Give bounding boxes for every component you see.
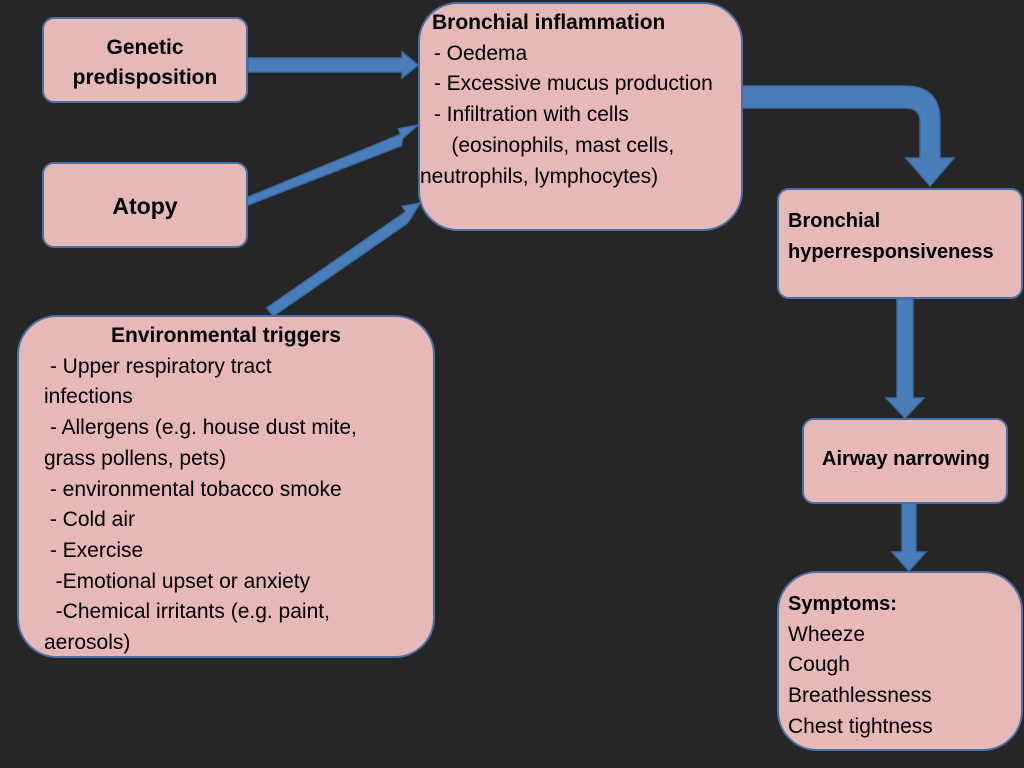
environmental-line-5: - environmental tobacco smoke xyxy=(44,477,342,501)
hyperresponsiveness-line-1: Bronchial xyxy=(788,210,881,232)
environmental-line-8: -Emotional upset or anxiety xyxy=(44,569,311,593)
arrow-narrowing-to-symptoms xyxy=(890,502,928,573)
atopy-label: Atopy xyxy=(112,193,178,219)
bronchial-hyperresponsiveness-box: Bronchial hyperresponsiveness xyxy=(777,188,1023,299)
environmental-line-3: - Allergens (e.g. house dust mite, xyxy=(44,416,357,440)
symptom-item-4: Chest tightness xyxy=(788,714,933,738)
environmental-line-10: aerosols) xyxy=(44,631,131,655)
genetic-line-2: predisposition xyxy=(72,66,218,89)
hyperresponsiveness-line-2: hyperresponsiveness xyxy=(788,240,994,263)
arrow-inflammation-to-hyperresponsiveness xyxy=(741,85,956,188)
inflammation-line-4: (eosinophils, mast cells, xyxy=(428,133,675,157)
arrow-environmental-to-inflammation xyxy=(265,201,422,318)
environmental-line-2: infections xyxy=(44,385,133,409)
symptoms-title: Symptoms: xyxy=(788,593,897,615)
environmental-title: Environmental triggers xyxy=(111,324,341,347)
narrowing-label: Airway narrowing xyxy=(822,448,990,470)
environmental-line-9: -Chemical irritants (e.g. paint, xyxy=(44,600,330,624)
environmental-line-7: - Exercise xyxy=(44,538,144,562)
arrow-genetic-to-inflammation xyxy=(247,50,420,80)
environmental-triggers-box: Environmental triggers - Upper respirato… xyxy=(17,315,435,658)
environmental-line-1: - Upper respiratory tract xyxy=(44,354,272,378)
environmental-line-6: - Cold air xyxy=(44,508,136,532)
genetic-predisposition-box: Genetic predisposition xyxy=(42,17,248,103)
inflammation-title: Bronchial inflammation xyxy=(432,11,666,34)
atopy-box: Atopy xyxy=(42,162,248,248)
genetic-line-1: Genetic xyxy=(106,36,184,59)
symptom-item-1: Wheeze xyxy=(788,622,866,646)
symptoms-box: Symptoms: Wheeze Cough Breathlessness Ch… xyxy=(777,571,1023,751)
inflammation-line-5: neutrophils, lymphocytes) xyxy=(420,164,659,188)
inflammation-line-1: - Oedema xyxy=(428,41,528,65)
inflammation-line-3: - Infiltration with cells xyxy=(428,103,629,127)
arrow-atopy-to-inflammation xyxy=(240,123,421,208)
arrow-hyperresponsiveness-to-narrowing xyxy=(884,298,926,420)
environmental-list: - Upper respiratory tract infections - A… xyxy=(19,352,433,659)
airway-narrowing-box: Airway narrowing xyxy=(802,418,1008,504)
symptom-item-2: Cough xyxy=(788,653,850,677)
symptom-item-3: Breathlessness xyxy=(788,684,932,708)
environmental-line-4: grass pollens, pets) xyxy=(44,446,227,470)
inflammation-line-2: - Excessive mucus production xyxy=(428,72,713,96)
bronchial-inflammation-box: Bronchial inflammation - Oedema - Excess… xyxy=(418,2,743,231)
